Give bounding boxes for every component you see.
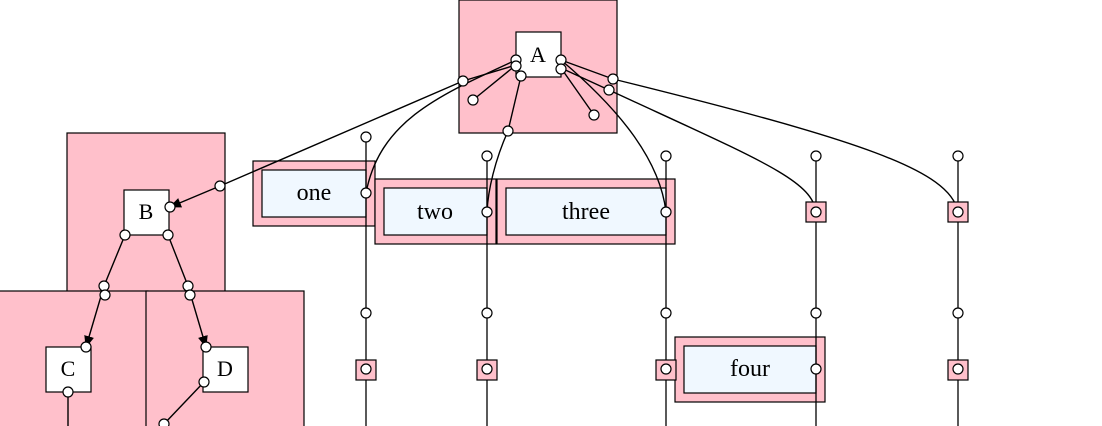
record-four-label: four xyxy=(730,356,770,382)
node-d: D xyxy=(202,346,249,393)
record-three: three xyxy=(496,178,676,245)
edges-from-a xyxy=(169,59,959,213)
edge-a-col4 xyxy=(560,67,817,213)
edge-a-one xyxy=(365,59,517,194)
node-c-label: C xyxy=(61,356,76,381)
column-lines xyxy=(365,137,959,426)
record-three-label: three xyxy=(562,199,610,225)
record-four: four xyxy=(674,336,826,403)
node-b-label: B xyxy=(139,199,154,224)
record-one: one xyxy=(252,160,376,227)
node-a: A xyxy=(515,31,562,78)
edge-d-down xyxy=(163,381,205,425)
node-c: C xyxy=(45,346,92,393)
node-a-label: A xyxy=(530,42,546,67)
node-b: B xyxy=(123,189,170,236)
port-circles xyxy=(62,54,964,426)
record-two-label: two xyxy=(417,199,453,225)
record-two: two xyxy=(374,178,497,245)
edge-a-col5 xyxy=(560,59,959,213)
record-one-label: one xyxy=(297,180,332,206)
node-d-label: D xyxy=(217,356,233,381)
